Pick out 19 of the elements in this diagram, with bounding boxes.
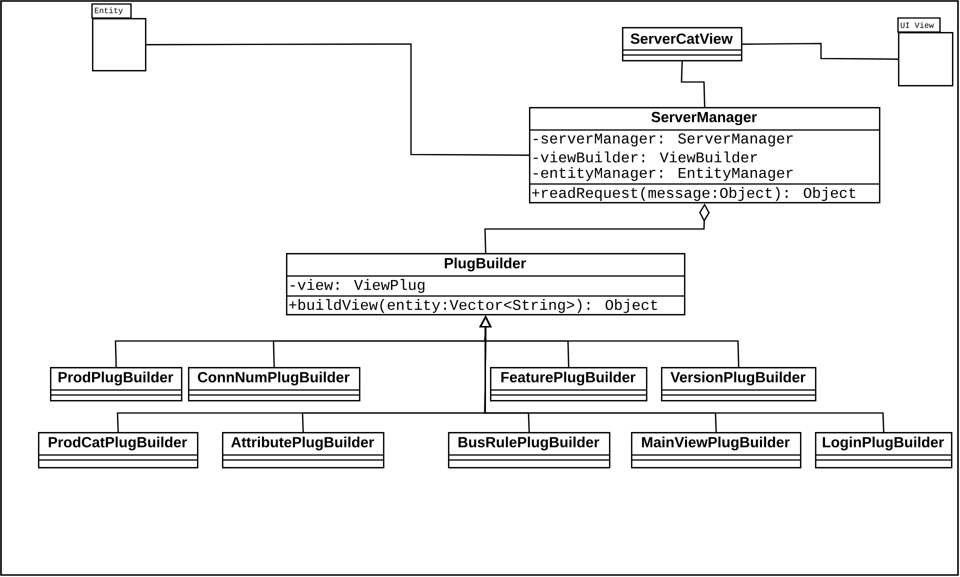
package-box: Entity [91, 3, 146, 72]
association-line [680, 61, 706, 108]
association-line [742, 42, 898, 60]
class-box: ConnNumPlugBuilder [188, 367, 360, 402]
class-box: BusRulePlugBuilder [448, 432, 610, 468]
class-box: ProdCatPlugBuilder [38, 432, 198, 468]
class-box: PlugBuilder -view: ViewPlug +buildView(entity:Vector<String>): Object [286, 253, 686, 316]
class-box: VersionPlugBuilder [661, 367, 816, 402]
node-label: Entity [94, 7, 123, 15]
class-box: AttributePlugBuilder [222, 432, 384, 468]
class-box: ServerCatView [622, 27, 742, 62]
class-box: MainViewPlugBuilder [631, 432, 802, 468]
node-label: UI View [900, 22, 934, 28]
class-box: LoginPlugBuilder [815, 432, 952, 468]
association-line [146, 43, 529, 156]
class-box: FeaturePlugBuilder [490, 367, 648, 402]
package-box: UI View [897, 17, 954, 86]
class-box: ServerManager -serverManager: ServerManager -viewBuilder: ViewBuilder -entityManager: EntityManager +readRequest(message:Object): Object [529, 107, 880, 204]
class-box: ProdPlugBuilder [50, 367, 182, 402]
